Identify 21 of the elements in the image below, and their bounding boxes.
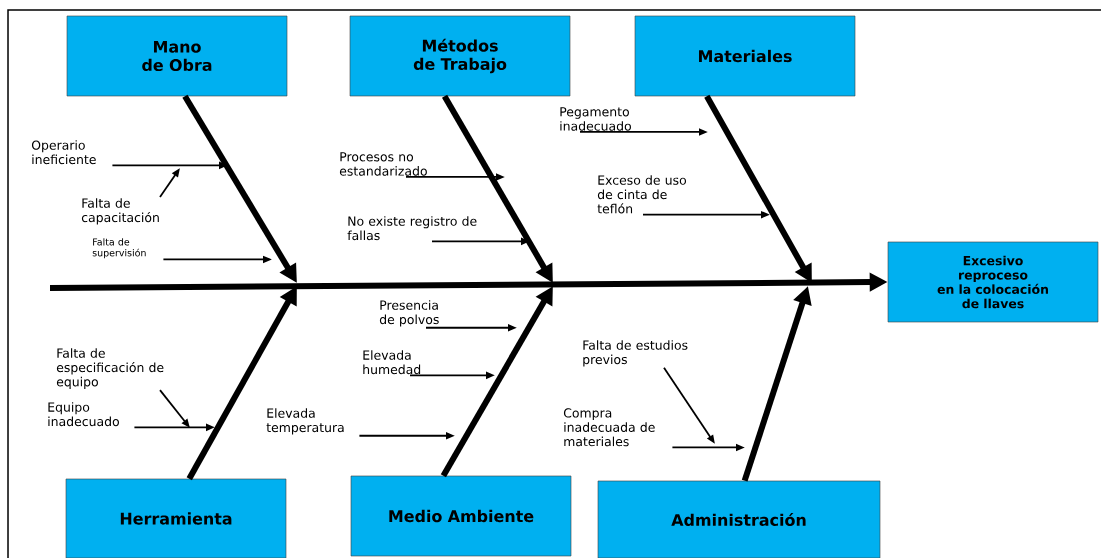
cause-text: Equipo inadecuado	[48, 402, 119, 427]
cause-text: Procesos no estandarizado	[339, 152, 427, 176]
cause-text: No existe registro de fallas	[347, 216, 477, 241]
cause-text: Operario ineficiente	[31, 140, 96, 165]
category-box: Excesivo reproceso en la colocación de llaves	[887, 241, 1099, 323]
cause-text: Falta de supervisión	[92, 238, 146, 259]
category-box: Herramienta	[65, 478, 287, 558]
cause-text: Exceso de uso de cinta de teflón	[597, 175, 687, 214]
category-box: Métodos de Trabajo	[349, 15, 571, 97]
category-box: Administración	[597, 480, 881, 558]
cause-text: Pegamento inadecuado	[560, 107, 631, 131]
category-box: Materiales	[634, 15, 856, 97]
cause-text: Elevada humedad	[363, 350, 421, 375]
cause-text: Falta de estudios previos	[583, 340, 688, 367]
cause-text: Compra inadecuada de materiales	[563, 408, 655, 447]
category-box: Mano de Obra	[66, 15, 288, 97]
cause-text: Falta de capacitación	[81, 198, 159, 225]
category-box: Medio Ambiente	[350, 475, 572, 557]
cause-text: Elevada temperatura	[266, 408, 344, 435]
cause-text: Falta de especificación de equipo	[56, 348, 164, 389]
cause-text: Presencia de polvos	[379, 300, 439, 327]
